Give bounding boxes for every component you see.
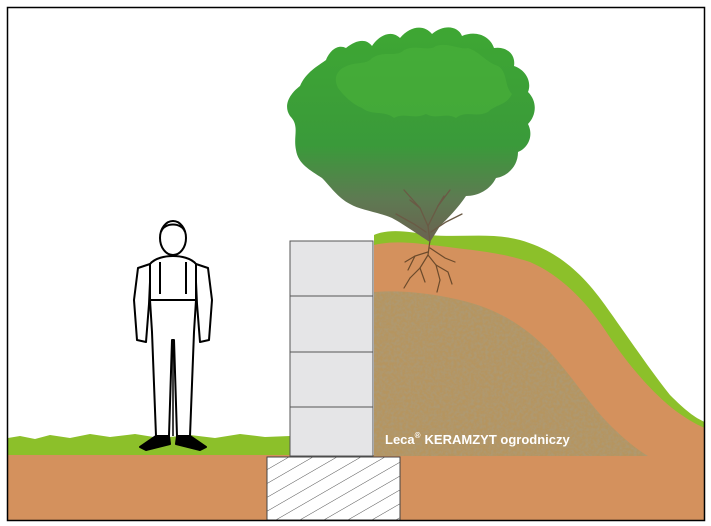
- wall-block-1: [290, 241, 373, 296]
- foundation: [267, 457, 400, 520]
- product-label: Leca® KERAMZYT ogrodniczy: [385, 431, 570, 447]
- label-registered-mark: ®: [415, 431, 421, 440]
- retaining-wall: [290, 241, 373, 456]
- label-product: KERAMZYT ogrodniczy: [425, 432, 571, 447]
- wall-block-3: [290, 352, 373, 407]
- wall-block-4: [290, 407, 373, 456]
- label-brand: Leca: [385, 432, 415, 447]
- wall-block-2: [290, 296, 373, 352]
